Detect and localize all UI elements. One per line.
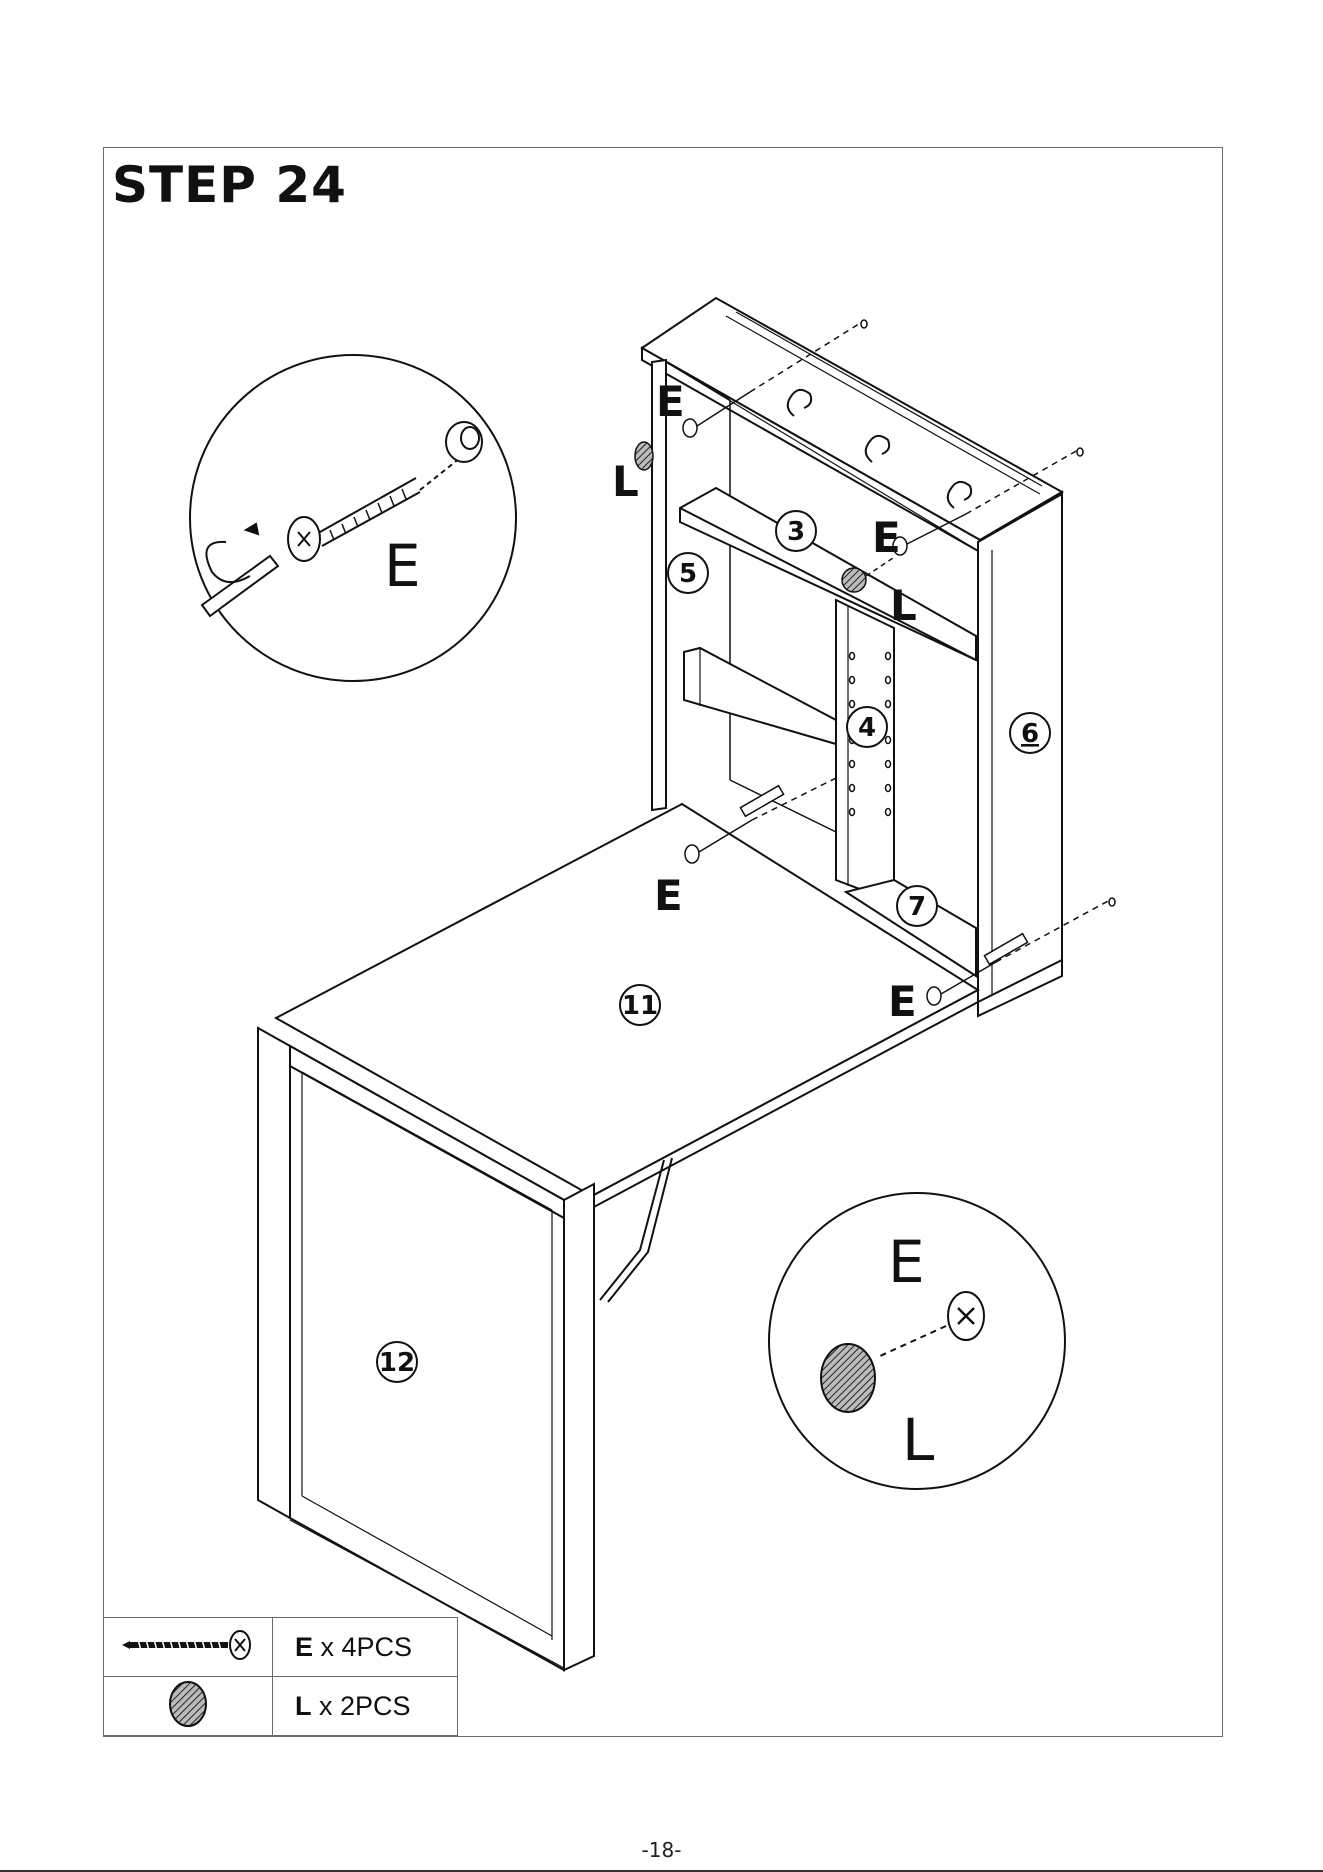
detail-label-e-2: E [888,1228,925,1296]
detail-label-l: L [902,1406,934,1474]
legend-qty-e: x 4PCS [321,1632,413,1662]
cap-icon [104,1677,273,1736]
hardware-legend: E x 4PCS L x 2PCS [103,1617,458,1736]
detail-screw-driving [190,355,516,681]
legend-qty-l: x 2PCS [319,1691,411,1721]
part-number-3: 3 [787,517,805,547]
label-l-left: L [612,457,639,506]
legend-row-l: L x 2PCS [104,1677,458,1736]
legend-code-l: L [295,1691,312,1721]
screw-icon [104,1618,273,1677]
part-number-12: 12 [379,1348,415,1378]
cap-l-right [842,568,866,592]
label-l-right: L [890,581,917,630]
part-number-4: 4 [858,713,876,743]
part-number-5: 5 [679,559,697,589]
page-number: -18- [0,1838,1323,1862]
label-e-top-right: E [872,513,901,562]
legend-row-e: E x 4PCS [104,1618,458,1677]
legend-code-e: E [295,1632,313,1662]
part-number-11: 11 [622,991,658,1021]
part-number-6: 6 [1021,719,1039,749]
label-e-top-left: E [656,377,685,426]
detail-label-e: E [384,532,421,600]
label-e-bottom-left: E [654,871,683,920]
label-e-bottom-right: E [888,977,917,1026]
part-number-7: 7 [908,892,926,922]
